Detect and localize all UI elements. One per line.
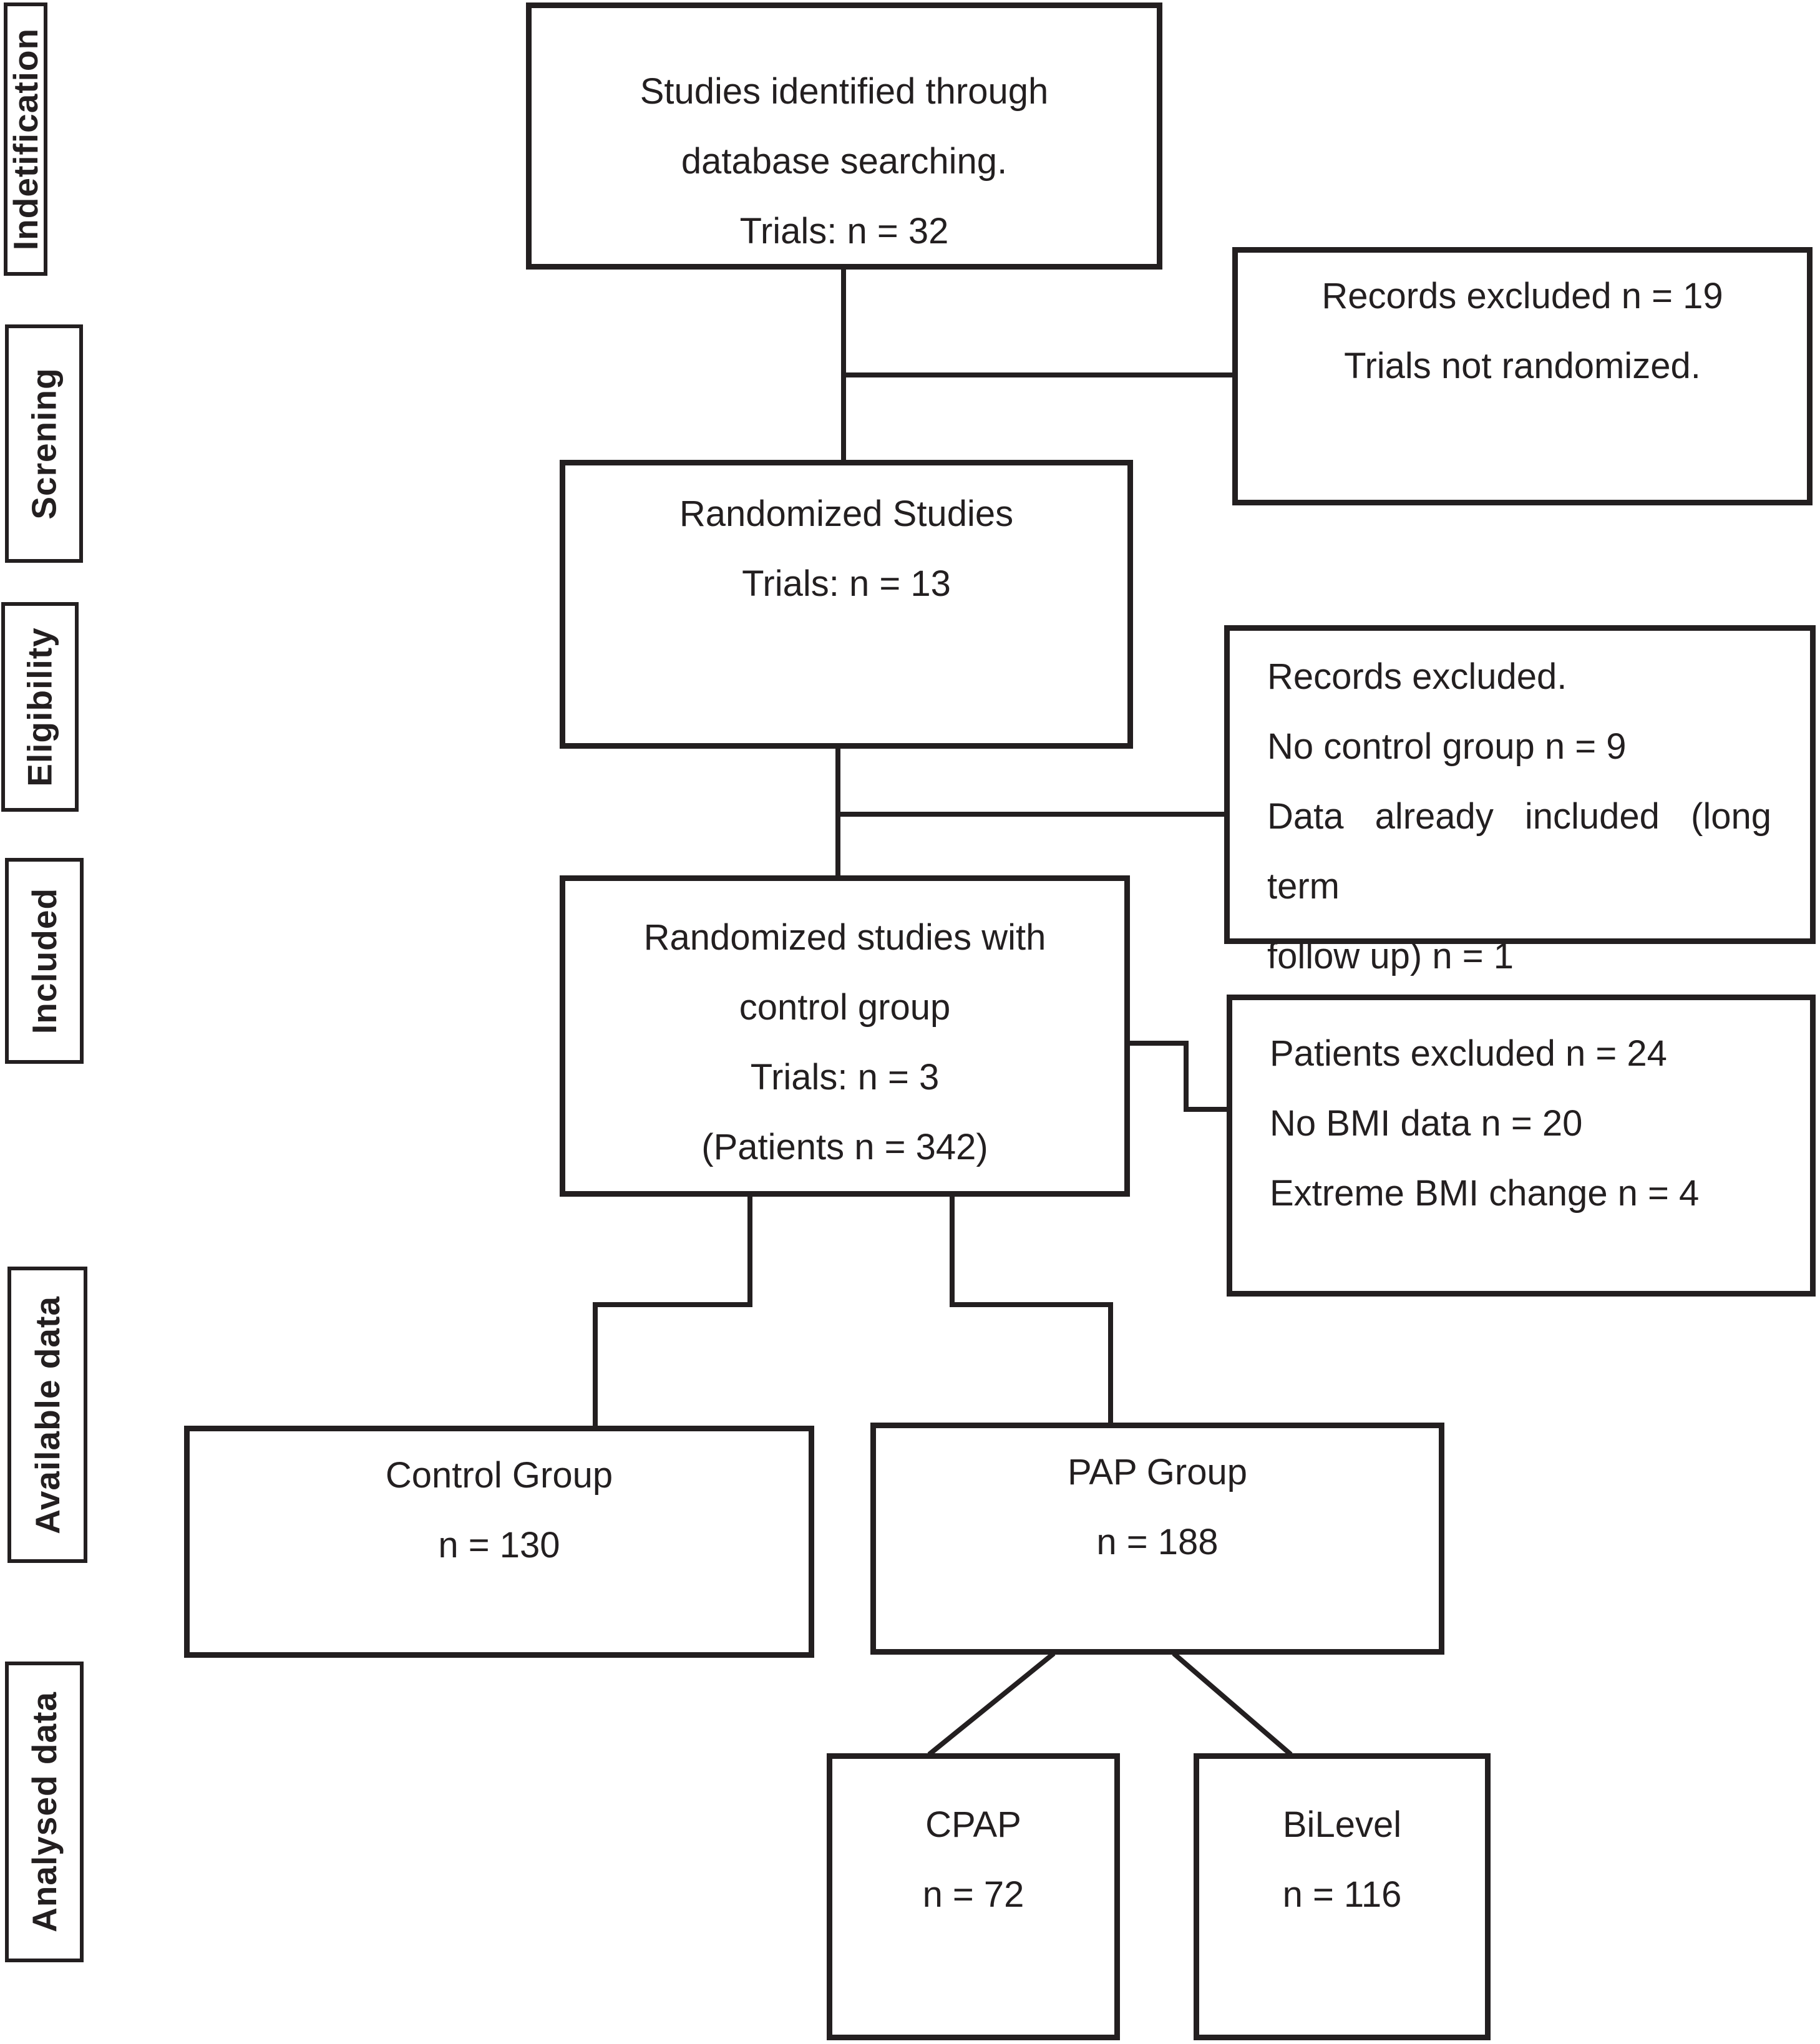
connector-included-to-pap-v1 [950,1193,955,1307]
box-records-excluded-screening: Records excluded n = 19 Trials not rando… [1232,247,1813,505]
sidebar-stage-included: Included [5,858,84,1064]
control-group-line1: Control Group [385,1455,613,1496]
connector-included-to-control-h [593,1302,752,1307]
box-pap-group: PAP Group n = 188 [870,1423,1444,1655]
patients-excluded-line2: No BMI data n = 20 [1270,1103,1583,1144]
stage-label-identification: Indetification [6,27,46,251]
bilevel-line1: BiLevel [1282,1804,1402,1845]
randomized-with-control-line2: control group [739,987,951,1028]
records-excluded-eligibility-line4: follow up) n = 1 [1267,936,1514,976]
connector-included-to-control-v1 [747,1193,752,1307]
stage-label-available-data: Available data [28,1295,67,1534]
records-excluded-screening-line2: Trials not randomized. [1344,346,1701,386]
stage-label-included: Included [25,887,64,1034]
box-records-excluded-eligibility: Records excluded. No control group n = 9… [1224,625,1816,976]
sidebar-stage-analysed-data: Analysed data [5,1662,84,1962]
box-cpap: CPAP n = 72 [827,1753,1120,2040]
cpap-line1: CPAP [925,1804,1021,1845]
pap-group-line2: n = 188 [1096,1522,1219,1562]
connector-patients-excluded-step-h2 [1184,1107,1230,1112]
connector-included-to-control-v2 [593,1302,598,1427]
records-excluded-eligibility-line2: No control group n = 9 [1267,726,1627,767]
patients-excluded-line1: Patients excluded n = 24 [1270,1033,1667,1074]
box-randomized-with-control: Randomized studies with control group Tr… [560,875,1130,1197]
pap-group-line1: PAP Group [1067,1452,1248,1492]
stage-label-analysed-data: Analysed data [25,1691,64,1932]
records-excluded-eligibility-line1: Records excluded. [1267,656,1567,697]
stage-label-eligibility: Eligibility [21,627,59,787]
connector-included-to-pap-v2 [1108,1302,1113,1424]
randomized-studies-line1: Randomized Studies [679,494,1014,534]
connector-pap-to-cpap-diagonal [927,1651,1056,1757]
randomized-with-control-line1: Randomized studies with [643,917,1046,958]
connector-patients-excluded-step-v [1184,1041,1189,1112]
cpap-line2: n = 72 [922,1874,1024,1915]
connector-pap-to-bilevel-diagonal [1172,1651,1293,1757]
patients-excluded-line3: Extreme BMI change n = 4 [1270,1173,1700,1214]
box-studies-identified: Studies identified through database sear… [526,2,1162,270]
randomized-studies-line2: Trials: n = 13 [742,563,951,604]
sidebar-stage-identification: Indetification [4,2,47,276]
connector-included-to-pap-h [950,1302,1113,1307]
box-control-group: Control Group n = 130 [184,1426,814,1658]
box-bilevel: BiLevel n = 116 [1194,1753,1491,2040]
box-studies-identified-line1: Studies identified through [640,71,1049,112]
stage-label-screening: Screning [24,367,64,520]
randomized-with-control-line4: (Patients n = 342) [701,1127,988,1167]
control-group-line2: n = 130 [438,1525,560,1565]
connector-patients-excluded-step-h1 [1126,1041,1189,1046]
records-excluded-eligibility-line3: Data already included (long term [1267,796,1771,907]
randomized-with-control-line3: Trials: n = 3 [750,1057,940,1097]
bilevel-line2: n = 116 [1282,1874,1402,1915]
box-randomized-studies: Randomized Studies Trials: n = 13 [560,460,1133,749]
connector-identified-to-randomized [841,268,846,462]
connector-branch-records-excluded-screening [841,372,1234,377]
sidebar-stage-eligibility: Eligibility [1,602,79,812]
records-excluded-screening-line1: Records excluded n = 19 [1321,276,1723,316]
connector-branch-records-excluded-eligibility [835,812,1229,817]
box-studies-identified-line2: database searching. [681,141,1008,182]
sidebar-stage-available-data: Available data [7,1267,87,1563]
box-studies-identified-line3: Trials: n = 32 [739,211,949,251]
box-patients-excluded: Patients excluded n = 24 No BMI data n =… [1227,995,1816,1297]
sidebar-stage-screening: Screning [5,324,83,563]
